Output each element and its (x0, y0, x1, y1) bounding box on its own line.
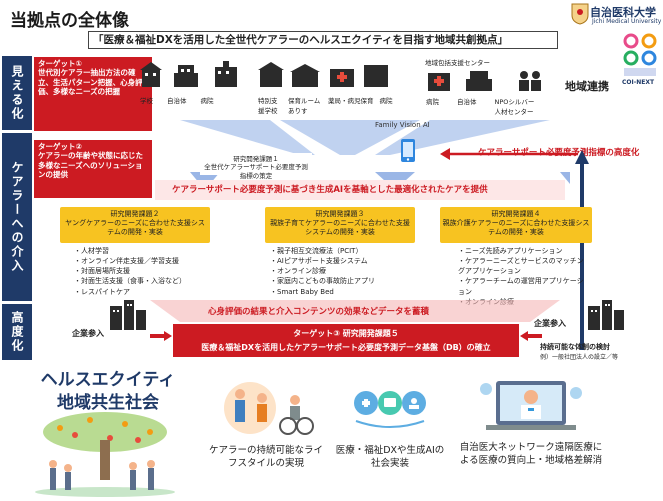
label-hospital-2: 病院 (379, 97, 393, 105)
telemedicine-icon (480, 381, 582, 430)
mid-banner-text: ケアラーサポート必要度予測に基づき生成AIを基軸とした最適化されたケアを提供 (172, 185, 488, 195)
regional-collaboration-label: 地域連携 (565, 80, 609, 93)
label-municipality: 自治体 (167, 97, 187, 105)
side-label-visualize: 見える化 (2, 56, 32, 130)
company-building-left-icon (110, 300, 146, 330)
research-task-3: 研究開発課題３ 親族子育てケアラーのニーズに合わせた支援システムの開発・実装 (265, 207, 415, 243)
carer-illustration-icon (224, 382, 314, 435)
research-task-1-body: 全世代ケアラーサポート必要度予測指標の策定 (204, 163, 308, 180)
target-1: ターゲット① 世代別ケアラー抽出方法の確立、生活パターン把握、心身評価、多様なニ… (34, 57, 152, 131)
research-task-2-body: ヤングケアラーのニーズに合わせた支援システムの開発・実装 (65, 219, 205, 237)
community-heading: 地域共生社会 (57, 393, 159, 413)
coinext-label: COI-NEXT (622, 79, 655, 86)
target-1-body: 世代別ケアラー抽出方法の確立、生活パターン把握、心身評価、多様なニーズの把握 (38, 68, 143, 97)
list-item: ・人材学習 (74, 247, 109, 255)
stakeholder-group-3: 病院 自治体 NPOシルバー人材センター (426, 67, 556, 116)
target-2: ターゲット② ケアラーの年齢や状態に応じた多様なニーズへのソリューションの提供 (34, 140, 152, 198)
feedback-text: 心身評価の結果と介入コンテンツの効果などデータを蓄積 (208, 307, 430, 317)
list-item: ・家庭内こどもの事故防止アプリ (270, 277, 375, 286)
label-hospital-3: 病院 (426, 98, 439, 106)
db-body: 医療＆福祉DXを活用したケアラーサポート必要度予測データ基盤（DB）の確立 (201, 343, 491, 352)
smartphone-icon (401, 139, 415, 162)
buildings-icon (140, 61, 237, 87)
university-en-name: Jichi Medical University (592, 18, 662, 25)
task-3-list: ・親子相互交流療法（PCIT） ・AIピアサポート支援システム ・オンライン診療… (270, 246, 375, 297)
sustainable-system-label: 持続可能な体制の検討 (540, 343, 610, 351)
side-label-advance: 高度化 (2, 304, 32, 360)
community-facilities-icon (428, 71, 541, 91)
list-item: ・オンライン伴走支援／学習支援 (74, 257, 179, 266)
side-label-intervention: ケアラーへの介入 (2, 133, 32, 301)
arrow-right-icon (150, 331, 172, 341)
mid-banner-bg (155, 180, 565, 200)
list-item: ・ケアラーニーズとサービスのマッチングアプリケーション (458, 257, 584, 276)
page-title: 当拠点の全体像 (10, 11, 129, 31)
research-task-2-title: 研究開発課題２ (110, 210, 160, 218)
research-task-4-title: 研究開発課題４ (491, 210, 541, 218)
label-school: 学校 (140, 97, 153, 105)
label-community-center: 地域包括支援センター (425, 59, 490, 67)
red-arrow-advance (440, 148, 578, 160)
health-equity-heading: ヘルスエクイティ (40, 370, 176, 390)
target-1-title: ターゲット① (38, 59, 82, 68)
target-2-title: ターゲット② (38, 142, 82, 151)
list-item: ・対面居場所支援 (74, 267, 130, 276)
label-nursery: 保育ルームありす (288, 97, 321, 115)
list-item: ・オンライン診療 (270, 267, 326, 276)
loop-arrow-right (575, 150, 589, 350)
digital-health-icon (354, 391, 426, 428)
research-task-1: 研究開発課題１ 全世代ケアラーサポート必要度予測指標の策定 (200, 153, 312, 180)
db-title: ターゲット③ 研究開発課題５ (293, 329, 399, 338)
tree-illustration-icon (35, 412, 175, 497)
facilities-icon (258, 62, 388, 87)
coinext-logo-icon (623, 33, 657, 76)
company-entry-right: 企業参入 (534, 319, 566, 328)
label-pharmacy: 薬局・病児保育 (328, 97, 374, 105)
task-2-list: ・人材学習 ・オンライン伴走支援／学習支援 ・対面居場所支援 ・対面生活支援（食… (74, 246, 186, 297)
research-task-3-title: 研究開発課題３ (315, 210, 365, 218)
list-item: ・対面生活支援（食事・入浴など） (74, 277, 186, 286)
stakeholder-group-1: 学校 自治体 病院 (140, 61, 250, 105)
list-item: ・AIピアサポート支援システム (270, 257, 368, 266)
research-task-4-body: 親族介護ケアラーのニーズに合わせた支援システムの開発・実装 (442, 219, 590, 237)
db-bar: ターゲット③ 研究開発課題５ 医療＆福祉DXを活用したケアラーサポート必要度予測… (173, 324, 519, 357)
label-npo: NPOシルバー人材センター (494, 98, 535, 116)
list-item: ・レスパイトケア (74, 287, 130, 296)
company-entry-left: 企業参入 (72, 329, 104, 338)
arrow-left-icon (520, 331, 542, 341)
research-task-3-body: 親族子育てケアラーのニーズに合わせた支援システムの開発・実装 (270, 219, 410, 237)
list-item: ・ケアラーチームの運営用アプリケーション (458, 277, 584, 296)
company-building-right-icon (588, 300, 624, 330)
sustainable-system-sub: 例）一般社団法人の設立／等 (540, 354, 619, 361)
list-item: ・親子相互交流療法（PCIT） (270, 247, 363, 255)
page-subtitle: 「医療＆福祉DXを活用した全世代ケアラーのヘルスエクイティを目指す地域共創拠点」 (88, 31, 558, 49)
advance-metric-label: ケアラーサポート必要度予測指標の高度化 (478, 148, 640, 158)
label-special-school: 特別支援学校 (258, 97, 278, 115)
research-task-1-title: 研究開発課題１ (233, 155, 279, 163)
list-item: ・Smart Baby Bed (270, 287, 334, 296)
stakeholder-group-2: 特別支援学校 保育ルームありす 薬局・病児保育 病院 (258, 61, 408, 115)
research-task-4: 研究開発課題４ 親族介護ケアラーのニーズに合わせた支援システムの開発・実装 (440, 207, 592, 243)
label-municipality-2: 自治体 (457, 98, 477, 106)
caption-dx: 医療・福祉DXや生成AIの社会実装 (335, 445, 445, 469)
label-hospital: 病院 (200, 97, 214, 105)
university-emblem-icon (571, 3, 589, 25)
feedback-band (150, 300, 560, 322)
list-item: ・ニーズ先読みアプリケーション (458, 247, 563, 255)
caption-lifestyle: ケアラーの持続可能なライフスタイルの実現 (208, 445, 323, 469)
university-name: 自治医科大学 (590, 6, 656, 19)
research-task-2: 研究開発課題２ ヤングケアラーのニーズに合わせた支援システムの開発・実装 (60, 207, 210, 243)
caption-telemedicine: 自治医大ネットワーク遠隔医療による医療の質向上・地域格差解消 (459, 442, 603, 466)
family-vision-ai-label: Family Vision AI (375, 121, 430, 129)
target-2-body: ケアラーの年齢や状態に応じた多様なニーズへのソリューションの提供 (38, 151, 143, 180)
